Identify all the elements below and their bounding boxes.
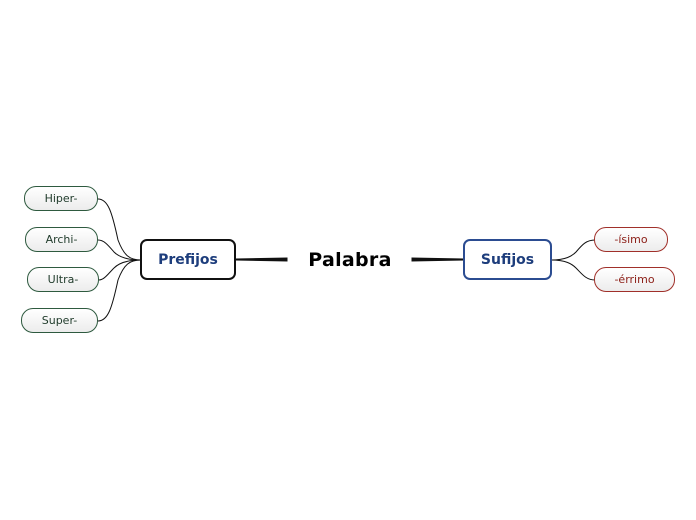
central-topic-label: Palabra [308,249,392,271]
leaf-label: -ísimo [614,233,648,246]
leaf-errimo[interactable]: -érrimo [594,267,675,292]
link-central-prefijos [235,257,288,262]
leaf-label: Super- [41,314,78,327]
link-central-sufijos [411,257,465,262]
branch-prefijos-label: Prefijos [158,251,218,268]
leaf-ultra[interactable]: Ultra- [27,267,99,292]
branch-sufijos[interactable]: Sufijos [463,239,552,280]
link-sufijos-isimo [550,239,596,261]
leaf-label: Archi- [45,233,78,246]
leaf-label: -érrimo [614,273,655,286]
leaf-archi[interactable]: Archi- [25,227,98,252]
leaf-super[interactable]: Super- [21,308,98,333]
link-sufijos-errimo [550,259,596,281]
link-prefijos-super [97,259,142,322]
branch-prefijos[interactable]: Prefijos [140,239,236,280]
central-topic[interactable]: Palabra [290,246,410,274]
leaf-label: Ultra- [47,273,79,286]
link-prefijos-archi [97,239,142,261]
leaf-isimo[interactable]: -ísimo [594,227,668,252]
link-prefijos-ultra [98,259,142,281]
branch-sufijos-label: Sufijos [480,251,535,268]
leaf-label: Hiper- [44,192,78,205]
link-prefijos-hiper [97,198,142,261]
leaf-hiper[interactable]: Hiper- [24,186,98,211]
